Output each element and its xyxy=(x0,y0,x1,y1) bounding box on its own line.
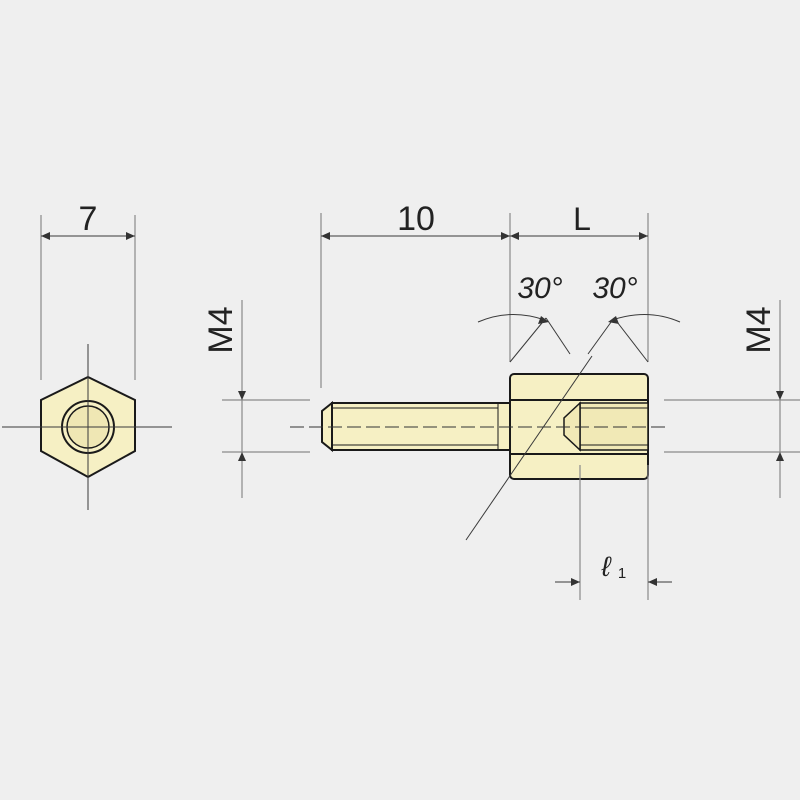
hex-dim-arrow-left xyxy=(41,232,50,240)
angle-line-right xyxy=(613,317,649,363)
hex-width-label: 7 xyxy=(79,200,98,238)
angle-label-right: 30° xyxy=(592,272,637,305)
tap-depth-label: ℓ xyxy=(600,551,612,582)
angle-arc-left xyxy=(477,313,546,323)
thread-chamfer xyxy=(321,400,333,453)
tap-dim-arrow-right xyxy=(648,578,657,586)
side-view: M4 10 L 30° 30° xyxy=(202,200,800,600)
thread-length-label: 10 xyxy=(397,200,435,238)
tap-depth-subscript: 1 xyxy=(618,565,626,582)
angle-label-left: 30° xyxy=(517,272,562,305)
right-m4-arrow-bottom xyxy=(776,452,784,461)
hex-dim-arrow-right xyxy=(126,232,135,240)
right-m4-label: M4 xyxy=(740,306,778,353)
left-m4-arrow-bottom xyxy=(238,452,246,461)
section-diagonal-line xyxy=(465,355,593,541)
body-length-label: L xyxy=(573,201,591,237)
right-m4-arrow-top xyxy=(776,391,784,400)
thread-dim-arrow-left xyxy=(321,232,330,240)
body-dim-arrow-left xyxy=(510,232,519,240)
angle-line-left xyxy=(509,317,547,363)
angle-arc-left-arrow xyxy=(538,316,549,324)
angle-line-right-b xyxy=(587,317,615,355)
tap-dim-arrow-left xyxy=(571,578,580,586)
tapped-hole-drill-point xyxy=(563,401,581,452)
hex-end-view: 7 xyxy=(2,200,172,510)
angle-arc-right xyxy=(611,313,681,323)
thread-dim-arrow-right xyxy=(501,232,510,240)
left-m4-label: M4 xyxy=(202,306,240,353)
left-m4-arrow-top xyxy=(238,391,246,400)
angle-line-left-b xyxy=(545,317,571,355)
body-dim-arrow-right xyxy=(639,232,648,240)
